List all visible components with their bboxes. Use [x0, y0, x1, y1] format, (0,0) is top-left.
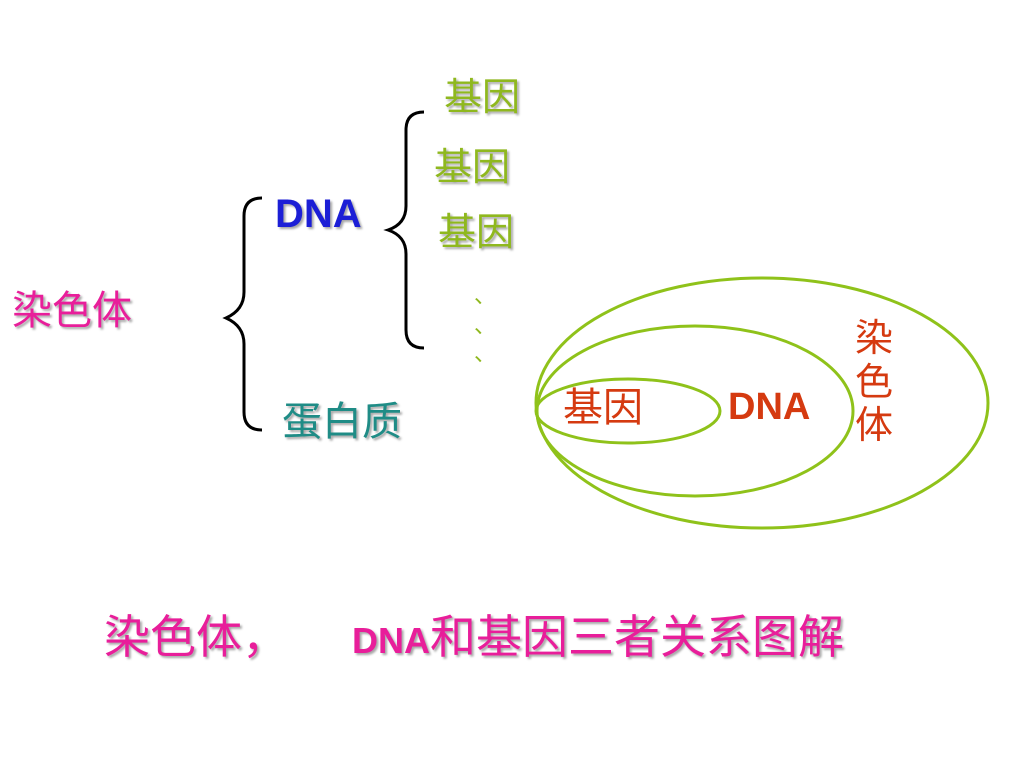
venn-chromosome-char-3: 体 — [855, 403, 894, 448]
gene-ellipse — [534, 377, 722, 445]
venn-gene-label: 基因 — [563, 385, 643, 431]
dna-label: DNA — [275, 192, 362, 236]
dna-brace — [383, 110, 425, 350]
venn-chromosome-char-2: 色 — [855, 359, 894, 404]
caption: 染色体，DNA和基因三者关系图解 — [104, 614, 844, 660]
caption-dna: DNA — [352, 620, 430, 661]
protein-label: 蛋白质 — [282, 399, 402, 445]
gene-label-3: 基因 — [438, 210, 515, 254]
ellipsis-mark-3: 、 — [474, 342, 497, 367]
chromosome-ellipse — [534, 276, 990, 530]
venn-chromosome-label: 染 色 体 — [855, 316, 894, 448]
caption-part1: 染色体， — [104, 610, 288, 664]
ellipsis-mark-1: 、 — [474, 284, 497, 309]
venn-chromosome-char-1: 染 — [855, 316, 894, 360]
venn-dna-label: DNA — [728, 386, 811, 428]
caption-part2: 和基因三者关系图解 — [430, 610, 844, 664]
root-label: 染色体 — [12, 288, 132, 334]
root-brace — [222, 196, 263, 432]
gene-label-1: 基因 — [444, 75, 521, 119]
ellipsis-mark-2: 、 — [474, 314, 497, 339]
gene-label-2: 基因 — [434, 145, 511, 189]
